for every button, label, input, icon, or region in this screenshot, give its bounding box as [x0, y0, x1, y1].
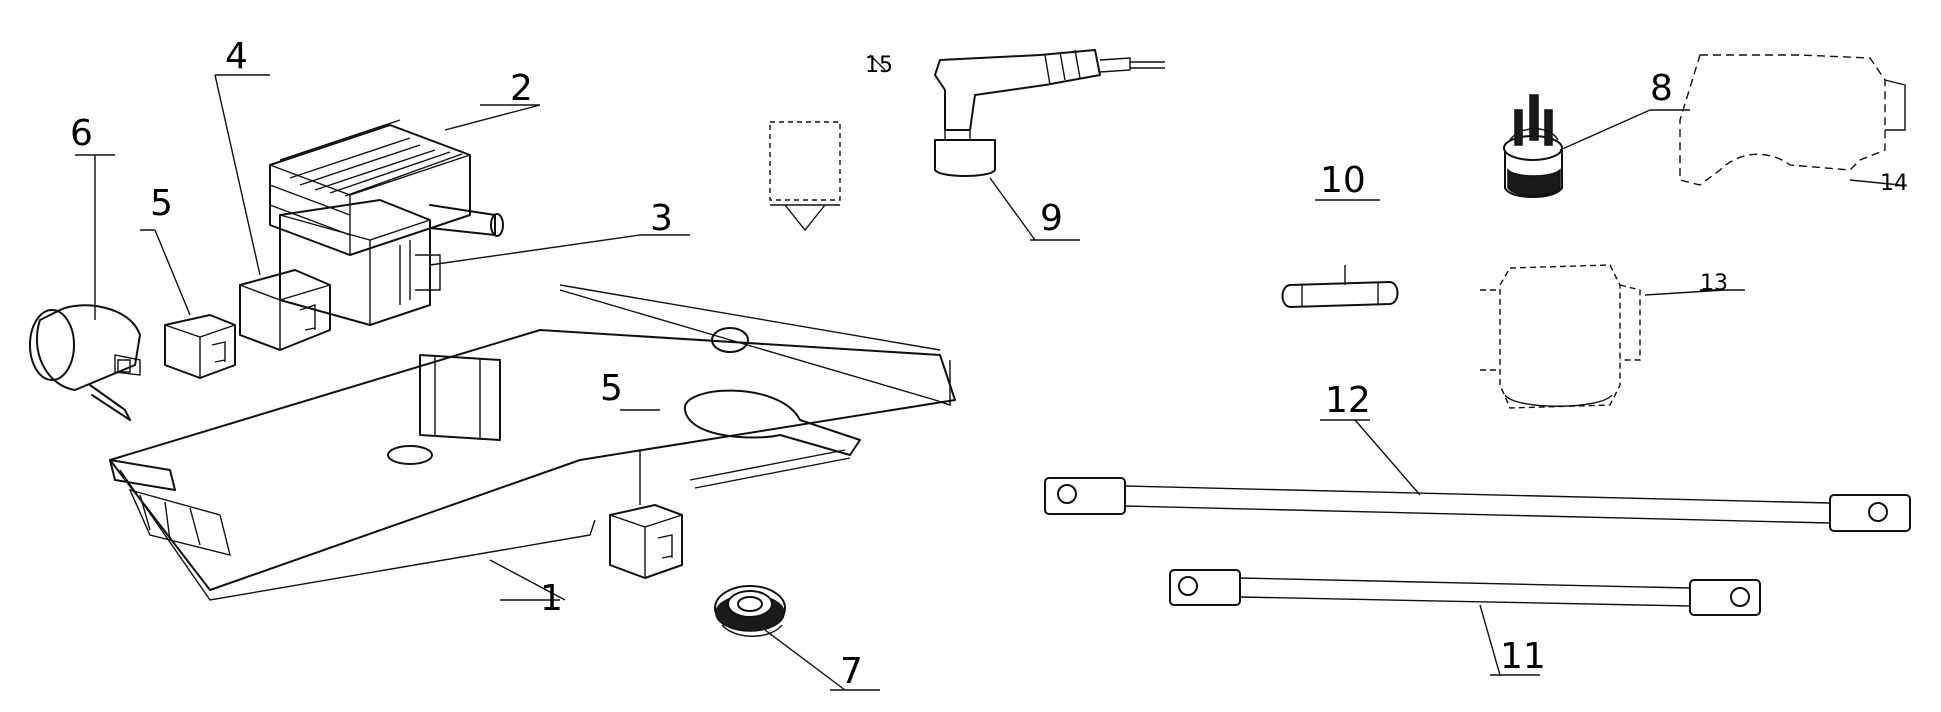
callout-5-upper: 5 [150, 183, 173, 224]
callout-14: 14 [1880, 171, 1908, 196]
part-4-relay [239, 269, 331, 351]
part-12-strap-long [1044, 477, 1911, 532]
part-15-outline [769, 54, 886, 232]
callout-3: 3 [650, 198, 673, 239]
part-1-base-plate [109, 284, 956, 601]
callout-10: 10 [1320, 160, 1366, 201]
callout-13: 13 [1700, 271, 1728, 296]
part-5-relay-lower [609, 504, 683, 579]
part-10-fuse [1281, 281, 1399, 308]
callout-7: 7 [840, 651, 863, 692]
callout-4: 4 [225, 36, 248, 77]
callout-9: 9 [1040, 198, 1063, 239]
callout-12: 12 [1325, 380, 1371, 421]
leader-lines [75, 74, 1745, 691]
part-11-strap-short [1169, 569, 1761, 616]
part-6-ignition-switch [29, 304, 141, 421]
part-8-solenoid [1503, 94, 1563, 198]
part-3-regulator [279, 199, 441, 326]
callout-1: 1 [540, 578, 563, 619]
callout-6: 6 [70, 113, 93, 154]
part-7-grommet [714, 585, 786, 637]
callout-8: 8 [1650, 68, 1673, 109]
part-5-relay-upper [164, 314, 236, 379]
part-14-outline [1679, 54, 1906, 186]
part-13-module [1480, 264, 1641, 409]
callout-2: 2 [510, 68, 533, 109]
callout-15: 15 [865, 53, 893, 78]
part-9-connector [934, 49, 1165, 177]
callout-5-lower: 5 [600, 368, 623, 409]
callout-11: 11 [1500, 636, 1546, 677]
part-2-heatsink [269, 119, 504, 256]
